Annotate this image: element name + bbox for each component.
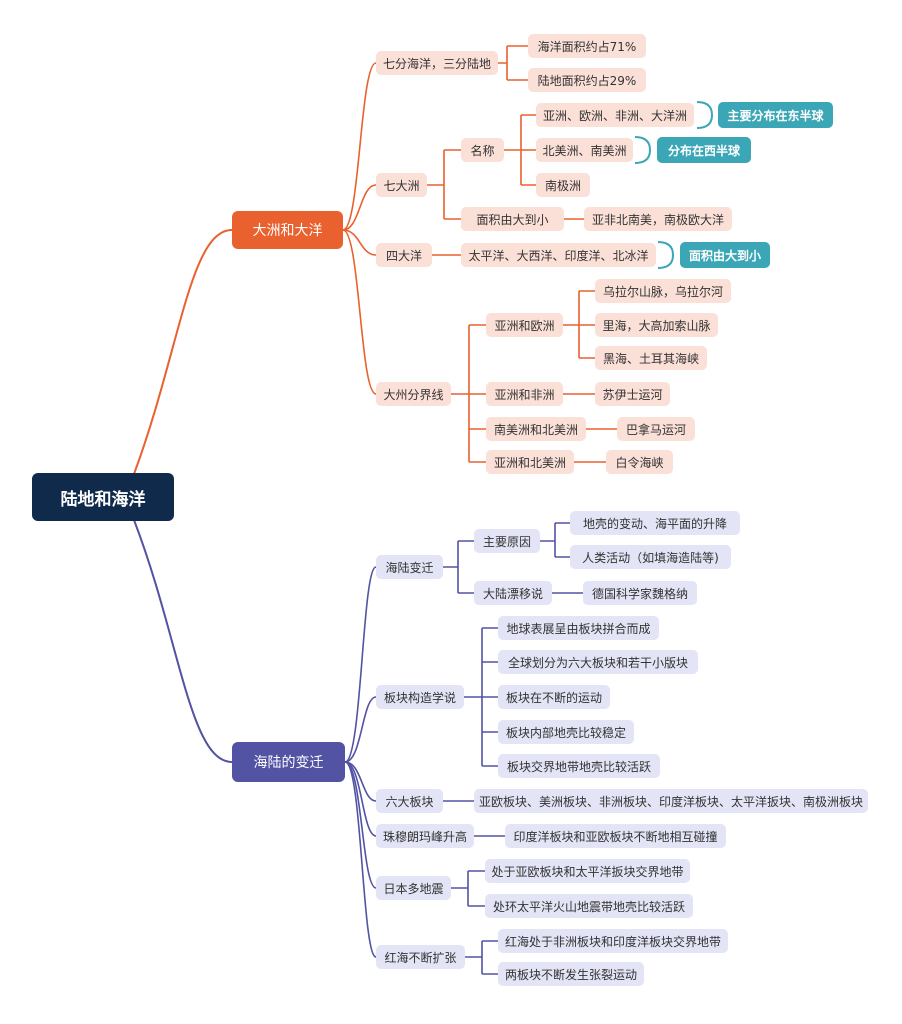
node-crust-sea-level[interactable]: 地壳的变动、海平面的升降 [570,511,740,535]
node-japan-reason-1[interactable]: 处于亚欧板块和太平洋扳块交界地带 [485,859,690,883]
node-oceans-list[interactable]: 太平洋、大西洋、印度洋、北冰洋 [461,243,656,267]
node-human-activity[interactable]: 人类活动（如填海造陆等) [570,545,731,569]
node-ural[interactable]: 乌拉尔山脉，乌拉尔河 [595,279,731,303]
node-continental-drift[interactable]: 大陆漂移说 [474,581,552,605]
node-asia-africa[interactable]: 亚洲和非洲 [486,382,563,406]
node-red-sea-reason-2[interactable]: 两板块不断发生张裂运动 [498,962,644,986]
node-plate-item-2[interactable]: 全球划分为六大板块和若干小版块 [498,650,698,674]
note-ocean-area-order[interactable]: 面积由大到小 [680,242,770,268]
node-india-eurasia-collision[interactable]: 印度洋板块和亚欧板块不断地相互碰撞 [505,824,726,848]
topic-sea-land-changes[interactable]: 海陆的变迁 [232,742,345,782]
node-seven-continents[interactable]: 七大洲 [376,173,427,197]
node-everest-rising[interactable]: 珠穆朗玛峰升高 [376,824,474,848]
node-red-sea-reason-1[interactable]: 红海处于非洲板块和印度洋板块交界地带 [498,929,728,953]
node-antarctica[interactable]: 南极洲 [536,173,590,197]
node-panama-canal[interactable]: 巴拿马运河 [617,417,695,441]
node-seven-ocean-three-land[interactable]: 七分海洋，三分陆地 [376,51,498,75]
node-asia-europe[interactable]: 亚洲和欧洲 [486,313,563,337]
node-wegener[interactable]: 德国科学家魏格纳 [583,581,697,605]
node-south-north-america[interactable]: 南美洲和北美洲 [486,417,586,441]
note-western-hemisphere[interactable]: 分布在西半球 [657,137,751,163]
node-bering-strait[interactable]: 白令海峡 [606,450,673,474]
node-four-oceans[interactable]: 四大洋 [376,243,432,267]
node-continent-boundaries[interactable]: 大州分界线 [376,382,451,406]
root-topic[interactable]: 陆地和海洋 [32,473,174,521]
node-area-order-value[interactable]: 亚非北南美，南极欧大洋 [584,207,732,231]
node-main-causes[interactable]: 主要原因 [474,529,540,553]
node-six-plates[interactable]: 六大板块 [376,789,443,813]
node-asia-europe-africa-oceania[interactable]: 亚洲、欧洲、非洲、大洋洲 [536,103,694,127]
topic-continents-oceans[interactable]: 大洲和大洋 [232,211,343,249]
node-plate-item-5[interactable]: 板块交界地带地壳比较活跃 [498,754,660,778]
node-red-sea-expansion[interactable]: 红海不断扩张 [376,945,465,969]
node-japan-reason-2[interactable]: 处环太平洋火山地震带地壳比较活跃 [485,894,693,918]
node-land-area[interactable]: 陆地面积约占29% [528,68,646,92]
node-ocean-area[interactable]: 海洋面积约占71% [528,34,646,58]
node-names[interactable]: 名称 [461,138,504,162]
node-plate-item-3[interactable]: 板块在不断的运动 [498,685,610,709]
node-north-south-america[interactable]: 北美洲、南美洲 [536,138,633,162]
note-eastern-hemisphere[interactable]: 主要分布在东半球 [718,102,833,128]
node-caspian-caucasus[interactable]: 里海，大高加索山脉 [595,313,718,337]
node-suez-canal[interactable]: 苏伊士运河 [595,382,670,406]
node-area-order[interactable]: 面积由大到小 [461,207,564,231]
node-plate-item-1[interactable]: 地球表展呈由板块拼合而成 [498,616,659,640]
node-black-sea-turkish-straits[interactable]: 黑海、土耳其海峡 [595,346,707,370]
node-six-plates-list[interactable]: 亚欧板块、美洲板块、非洲板块、印度洋板块、太平洋扳块、南极洲板块 [474,789,868,813]
node-sea-land-change[interactable]: 海陆变迁 [376,555,443,579]
node-japan-earthquakes[interactable]: 日本多地震 [376,876,451,900]
node-plate-item-4[interactable]: 板块内部地壳比较稳定 [498,720,634,744]
node-plate-tectonics[interactable]: 板块构造学说 [376,685,464,709]
node-asia-north-america[interactable]: 亚洲和北美洲 [486,450,574,474]
